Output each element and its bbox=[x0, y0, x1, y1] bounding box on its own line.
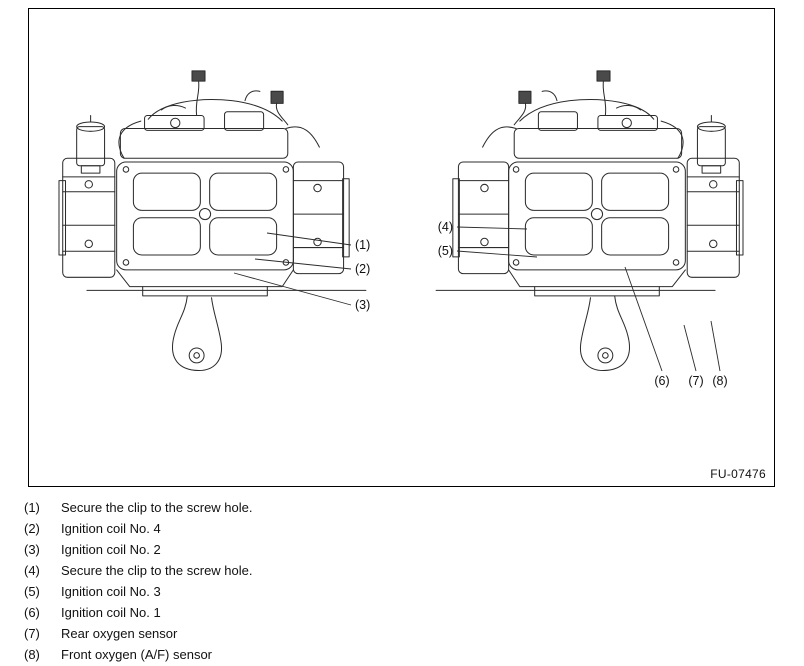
callout-leader-7 bbox=[683, 324, 697, 372]
callout-label-2: (2) bbox=[355, 262, 370, 276]
callout-leader-4 bbox=[456, 226, 528, 230]
legend-item: (3) Ignition coil No. 2 bbox=[24, 539, 764, 560]
callout-leader-3 bbox=[233, 272, 352, 306]
right-engine-illustration bbox=[435, 70, 744, 372]
legend-item: (7) Rear oxygen sensor bbox=[24, 623, 764, 644]
callout-leader-1 bbox=[266, 232, 352, 246]
legend-item-text: Ignition coil No. 1 bbox=[61, 605, 161, 620]
legend-item-number: (8) bbox=[24, 647, 40, 662]
legend-item-number: (5) bbox=[24, 584, 40, 599]
callout-label-5: (5) bbox=[438, 244, 453, 258]
legend-item-text: Ignition coil No. 4 bbox=[61, 521, 161, 536]
legend-item-number: (1) bbox=[24, 500, 40, 515]
legend-item-text: Ignition coil No. 2 bbox=[61, 542, 161, 557]
legend-item: (2) Ignition coil No. 4 bbox=[24, 518, 764, 539]
callout-label-4: (4) bbox=[438, 220, 453, 234]
legend-item-text: Front oxygen (A/F) sensor bbox=[61, 647, 212, 662]
legend-item-number: (4) bbox=[24, 563, 40, 578]
figure-id: FU-07476 bbox=[710, 467, 766, 481]
legend-item: (1) Secure the clip to the screw hole. bbox=[24, 497, 764, 518]
callout-leader-2 bbox=[254, 258, 352, 270]
legend-item: (4) Secure the clip to the screw hole. bbox=[24, 560, 764, 581]
callout-label-7: (7) bbox=[688, 374, 703, 388]
legend-item: (6) Ignition coil No. 1 bbox=[24, 602, 764, 623]
callout-leaders bbox=[233, 226, 721, 372]
legend-item-text: Rear oxygen sensor bbox=[61, 626, 178, 641]
callout-label-3: (3) bbox=[355, 298, 370, 312]
engine-figure-canvas: (1) (2) (3) (4) (5) (6) (7) (8) bbox=[58, 70, 744, 388]
callout-label-1: (1) bbox=[355, 238, 370, 252]
callout-label-6: (6) bbox=[654, 374, 669, 388]
legend-item: (5) Ignition coil No. 3 bbox=[24, 581, 764, 602]
left-engine-illustration bbox=[58, 70, 367, 372]
legend-item-text: Secure the clip to the screw hole. bbox=[61, 563, 253, 578]
legend-item: (8) Front oxygen (A/F) sensor bbox=[24, 644, 764, 665]
legend: (1) Secure the clip to the screw hole. (… bbox=[24, 497, 764, 665]
legend-item-number: (6) bbox=[24, 605, 40, 620]
legend-item-text: Secure the clip to the screw hole. bbox=[61, 500, 253, 515]
legend-item-number: (7) bbox=[24, 626, 40, 641]
legend-item-number: (3) bbox=[24, 542, 40, 557]
legend-item-text: Ignition coil No. 3 bbox=[61, 584, 161, 599]
legend-item-number: (2) bbox=[24, 521, 40, 536]
callout-label-8: (8) bbox=[712, 374, 727, 388]
callout-leader-8 bbox=[710, 320, 721, 372]
figure-frame: (1) (2) (3) (4) (5) (6) (7) (8) FU-07476 bbox=[28, 8, 775, 487]
callout-leader-6 bbox=[624, 266, 663, 372]
callout-leader-5 bbox=[456, 250, 538, 258]
